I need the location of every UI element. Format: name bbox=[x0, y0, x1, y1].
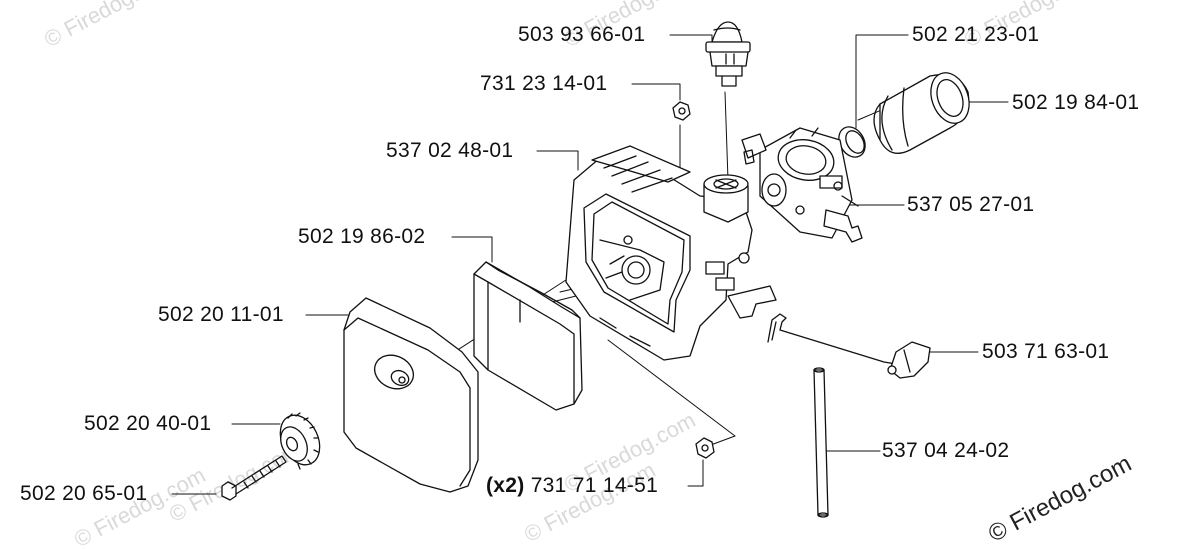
fuel-hose-part bbox=[813, 367, 829, 518]
air-filter-housing-part bbox=[565, 145, 777, 361]
part-label-intake-boot[interactable]: 502 19 84-01 bbox=[1012, 91, 1140, 114]
part-label-gasket[interactable]: 502 21 23-01 bbox=[912, 23, 1040, 46]
part-label-bolt[interactable]: 502 20 65-01 bbox=[20, 482, 148, 505]
part-label-filter-cover[interactable]: 502 20 11-01 bbox=[158, 303, 284, 326]
knob-part bbox=[279, 412, 321, 470]
prefilter-part bbox=[473, 261, 583, 411]
part-label-throttle-rod[interactable]: 503 71 63-01 bbox=[982, 340, 1110, 363]
bolt-part bbox=[221, 455, 287, 501]
carburetor-part bbox=[741, 127, 863, 243]
part-number: 731 71 14-51 bbox=[530, 474, 659, 497]
part-label-nut-bottom[interactable]: (x2) 731 71 14-51 bbox=[486, 474, 658, 498]
nut-top-part bbox=[672, 101, 691, 121]
part-label-housing[interactable]: 537 02 48-01 bbox=[386, 139, 514, 162]
part-label-carburetor[interactable]: 537 05 27-01 bbox=[907, 193, 1035, 216]
throttle-rod-part bbox=[767, 313, 931, 379]
intake-boot-part bbox=[873, 72, 970, 154]
primer-bulb-part bbox=[705, 21, 751, 87]
part-label-primer-bulb[interactable]: 503 93 66-01 bbox=[518, 23, 646, 46]
part-label-knob[interactable]: 502 20 40-01 bbox=[84, 412, 212, 435]
filter-cover-part bbox=[343, 297, 479, 493]
nut-bottom-part bbox=[695, 437, 715, 459]
quantity-label: (x2) bbox=[486, 474, 525, 497]
part-label-fuel-hose[interactable]: 537 04 24-02 bbox=[882, 439, 1010, 462]
part-label-nut-top[interactable]: 731 23 14-01 bbox=[480, 72, 608, 95]
part-label-prefilter[interactable]: 502 19 86-02 bbox=[298, 225, 426, 248]
